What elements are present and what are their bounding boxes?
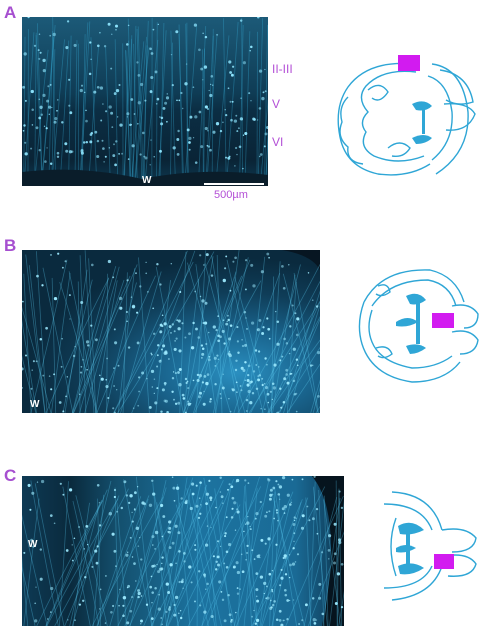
- white-matter-label-b: W: [30, 399, 40, 410]
- layer-label-vi: VI: [272, 135, 284, 149]
- region-marker-b: [432, 313, 454, 328]
- micrograph-panel-b: [22, 250, 320, 413]
- white-matter-label-a: W: [142, 175, 152, 186]
- micrograph-b-image: [22, 250, 320, 413]
- panel-letter-b: B: [4, 236, 17, 255]
- scale-bar-label: 500µm: [214, 189, 248, 201]
- micrograph-panel-a: [22, 17, 268, 186]
- white-matter-label-c: W: [28, 539, 38, 550]
- brain-schematic-b: [358, 269, 479, 383]
- panel-letter-a: A: [4, 3, 17, 22]
- micrograph-c-image: [22, 476, 344, 626]
- region-marker-a: [398, 55, 420, 71]
- region-marker-c: [434, 554, 454, 569]
- micrograph-a-image: [22, 17, 268, 186]
- brain-schematic-a: [337, 55, 476, 176]
- layer-label-v: V: [272, 97, 281, 111]
- panel-letter-c: C: [4, 466, 17, 485]
- layer-label-ii-iii: II-III: [272, 62, 293, 76]
- scale-bar: [204, 183, 264, 185]
- brain-schematic-c: [383, 491, 477, 601]
- micrograph-panel-c: [22, 476, 344, 626]
